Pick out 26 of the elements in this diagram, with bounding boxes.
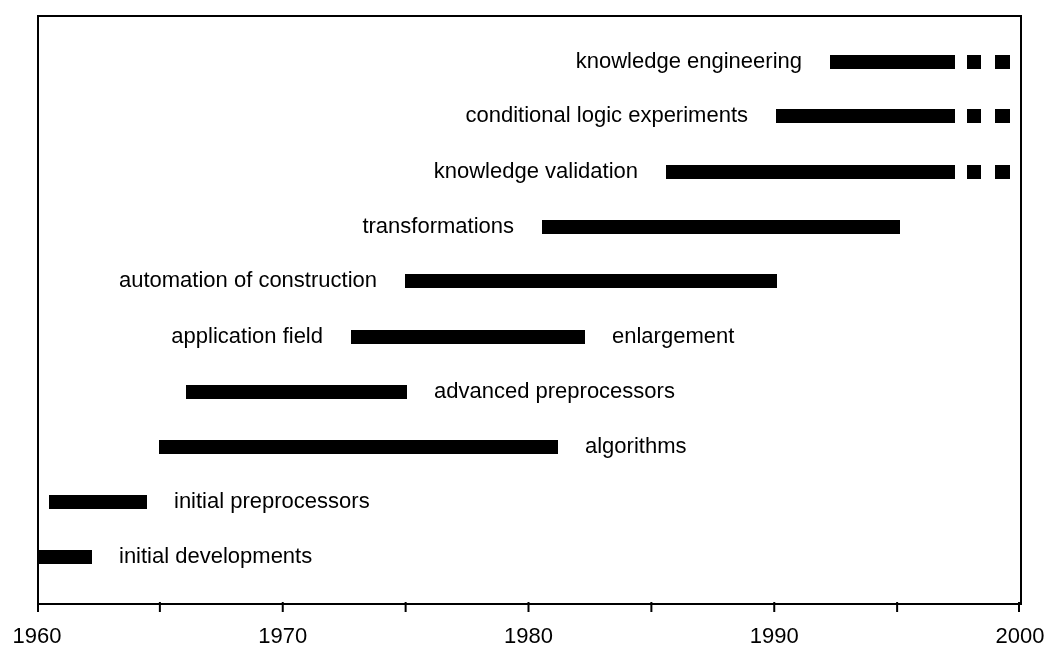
timeline-bar [49,495,147,509]
timeline-bar [776,109,955,123]
bar-label: conditional logic experiments [465,102,748,128]
bar-label: initial preprocessors [174,488,370,514]
bar-label: knowledge validation [433,158,638,184]
bar-label: algorithms [585,433,687,459]
timeline-bar [830,55,955,69]
bar-label: transformations [362,213,514,239]
timeline-bar [405,274,777,288]
timeline-bar [666,165,955,179]
axis-tick-label: 1970 [258,623,308,649]
timeline-bar [351,330,585,344]
bar-label: knowledge engineering [575,48,802,74]
axis-tick-label: 1960 [12,623,62,649]
timeline-bar [186,385,407,399]
axis-tick-label: 1990 [749,623,799,649]
bar-label: initial developments [119,543,313,569]
axis-tick-label: 2000 [995,623,1045,649]
bar-label: automation of construction [118,267,377,293]
timeline-bar [37,550,92,564]
bar-label: application field [171,323,323,349]
axis-tick-label: 1980 [504,623,553,649]
bar-label: enlargement [612,323,735,349]
timeline-bar [159,440,558,454]
bar-label: advanced preprocessors [434,378,675,404]
timeline-bar [542,220,900,234]
